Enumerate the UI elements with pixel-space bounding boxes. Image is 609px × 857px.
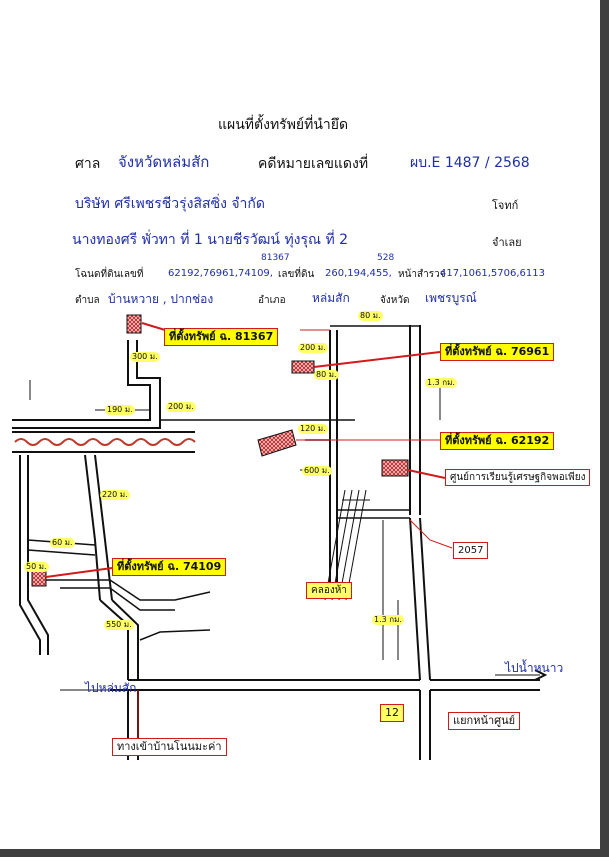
parcel-76961 (291, 360, 315, 374)
route-12-label: 12 (380, 704, 404, 723)
to-nam-nao-label: ไปน้ำหนาว (505, 661, 564, 675)
province-label: จังหวัด (380, 295, 410, 306)
route-2057-label: 2057 (453, 542, 489, 559)
defendant-label: จำเลย (492, 236, 522, 249)
defendant-value: นางทองศรี พั่วทา ที่ 1 นายชีรวัฒน์ ทุ่งร… (72, 232, 349, 248)
plaintiff-label: โจทก์ (492, 199, 519, 212)
province-value: เพชรบูรณ์ (425, 291, 477, 305)
distance-550m: 550 ม. (104, 620, 134, 630)
map-title: แผนที่ตั้งทรัพย์ที่นำยึด (218, 117, 349, 133)
subdistrict-label: ตำบล (75, 295, 100, 306)
court-value: จังหวัดหล่มสัก (118, 153, 210, 171)
page-shadow-bottom (0, 849, 609, 857)
extra-deed-number: 81367 (261, 253, 290, 263)
river (12, 431, 196, 453)
distance-80m-top: 80 ม. (358, 311, 383, 321)
district-label: อำเภอ (258, 295, 286, 306)
distance-80m-parcel: 80 ม. (314, 370, 339, 380)
extra-land-number: 528 (377, 253, 395, 263)
survey-value: 417,1061,5706,6113 (440, 268, 545, 279)
land-no-value: 260,194,455, (325, 268, 392, 279)
distance-300m: 300 ม. (130, 352, 160, 362)
page-shadow-right (600, 0, 609, 857)
distance-1-3km-top: 1.3 กม. (425, 378, 457, 388)
to-lomsak-label: ไปหล่มสัก (85, 681, 137, 695)
court-label: ศาล (75, 156, 101, 172)
distance-120m: 120 ม. (298, 424, 328, 434)
community-center-label: ศูนย์การเรียนรู้เศรษฐกิจพอเพียง (445, 469, 591, 486)
parcel-community (381, 459, 409, 477)
distance-60m: 60 ม. (50, 538, 75, 548)
distance-200m-right: 200 ม. (298, 343, 328, 353)
distance-190m: 190 ม. (105, 405, 135, 415)
distance-220m: 220 ม. (100, 490, 130, 500)
property-label-81367: ที่ตั้งทรัพย์ ฉ. 81367 (164, 328, 279, 347)
property-label-76961: ที่ตั้งทรัพย์ ฉ. 76961 (440, 343, 555, 362)
subdistrict-value: บ้านหวาย , ปากช่อง (108, 292, 214, 306)
distance-600m: 600 ม. (302, 466, 332, 476)
canal-label: คลองห้า (306, 582, 352, 599)
distance-200m-left: 200 ม. (166, 402, 196, 412)
survey-label: หน้าสำรวจ (398, 269, 446, 280)
leader-lines (45, 322, 453, 740)
case-label: คดีหมายเลขแดงที่ (258, 156, 369, 172)
title-deed-value: 62192,76961,74109, (168, 268, 273, 279)
case-value: ผบ.E 1487 / 2568 (410, 155, 530, 171)
roads-top-left (12, 340, 355, 429)
title-deed-label: โฉนดที่ดินเลขที่ (75, 269, 144, 280)
parcel-62192 (257, 429, 297, 457)
parcels (31, 314, 409, 587)
canal (324, 489, 370, 601)
property-label-62192: ที่ตั้งทรัพย์ ฉ. 62192 (440, 432, 555, 451)
village-road-label: ทางเข้าบ้านโนนมะค่า (112, 738, 227, 757)
plaintiff-value: บริษัท ศรีเพชรชีวรุ่งสิสซิ่ง จำกัด (75, 196, 265, 212)
dimension-lines (29, 329, 441, 660)
land-no-label: เลขที่ดิน (278, 269, 315, 280)
district-value: หล่มสัก (312, 291, 350, 305)
property-label-74109: ที่ตั้งทรัพย์ ฉ. 74109 (112, 558, 227, 577)
intersection-label: แยกหน้าศูนย์ (448, 712, 521, 731)
parcel-81367 (126, 314, 142, 334)
distance-50m: 50 ม. (24, 562, 49, 572)
distance-1-3km-bottom: 1.3 กม. (372, 615, 404, 625)
